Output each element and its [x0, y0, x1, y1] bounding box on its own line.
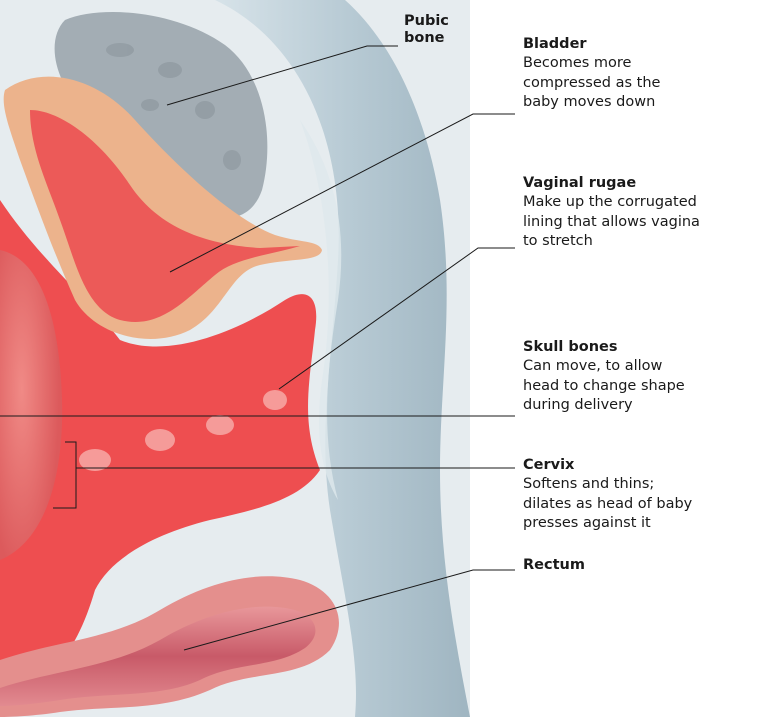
cervix-description: Softens and thins; dilates as head of ba…: [523, 475, 692, 534]
rectum-title: Rectum: [523, 556, 585, 575]
cervix-label: Cervix Softens and thins; dilates as hea…: [523, 456, 692, 534]
skull-bones-description: Can move, to allow head to change shape …: [523, 357, 685, 416]
skull-bones-title: Skull bones: [523, 338, 685, 357]
bladder-description: Becomes more compressed as the baby move…: [523, 54, 660, 113]
vaginal-rugae-label: Vaginal rugae Make up the corrugated lin…: [523, 174, 700, 252]
bladder-label: Bladder Becomes more compressed as the b…: [523, 35, 660, 113]
skull-bones-label: Skull bones Can move, to allow head to c…: [523, 338, 685, 416]
pubic-bone-label: Pubic bone: [404, 13, 449, 47]
bladder-title: Bladder: [523, 35, 660, 54]
vaginal-rugae-description: Make up the corrugated lining that allow…: [523, 193, 700, 252]
pubic-bone-title: Pubic bone: [404, 13, 449, 47]
cervix-title: Cervix: [523, 456, 692, 475]
rectum-label: Rectum: [523, 556, 585, 575]
vaginal-rugae-title: Vaginal rugae: [523, 174, 700, 193]
